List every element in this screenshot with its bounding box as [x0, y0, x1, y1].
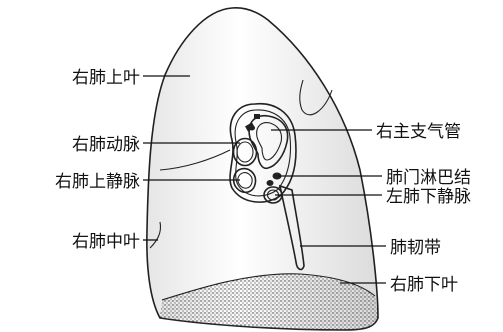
- label-right-upper-lobe: 右肺上叶: [72, 68, 140, 88]
- label-left-inferior-pulmonary-vein: 左肺下静脉: [386, 187, 471, 207]
- label-right-main-bronchus: 右主支气管: [376, 122, 461, 142]
- label-right-middle-lobe: 右肺中叶: [72, 232, 140, 252]
- label-right-pulmonary-artery: 右肺动脉: [72, 135, 140, 155]
- label-pulmonary-ligament: 肺韧带: [390, 238, 441, 258]
- label-right-superior-pulmonary-vein: 右肺上静脉: [55, 172, 140, 192]
- label-right-lower-lobe: 右肺下叶: [390, 275, 458, 295]
- label-hilar-lymph-nodes: 肺门淋巴结: [386, 168, 471, 188]
